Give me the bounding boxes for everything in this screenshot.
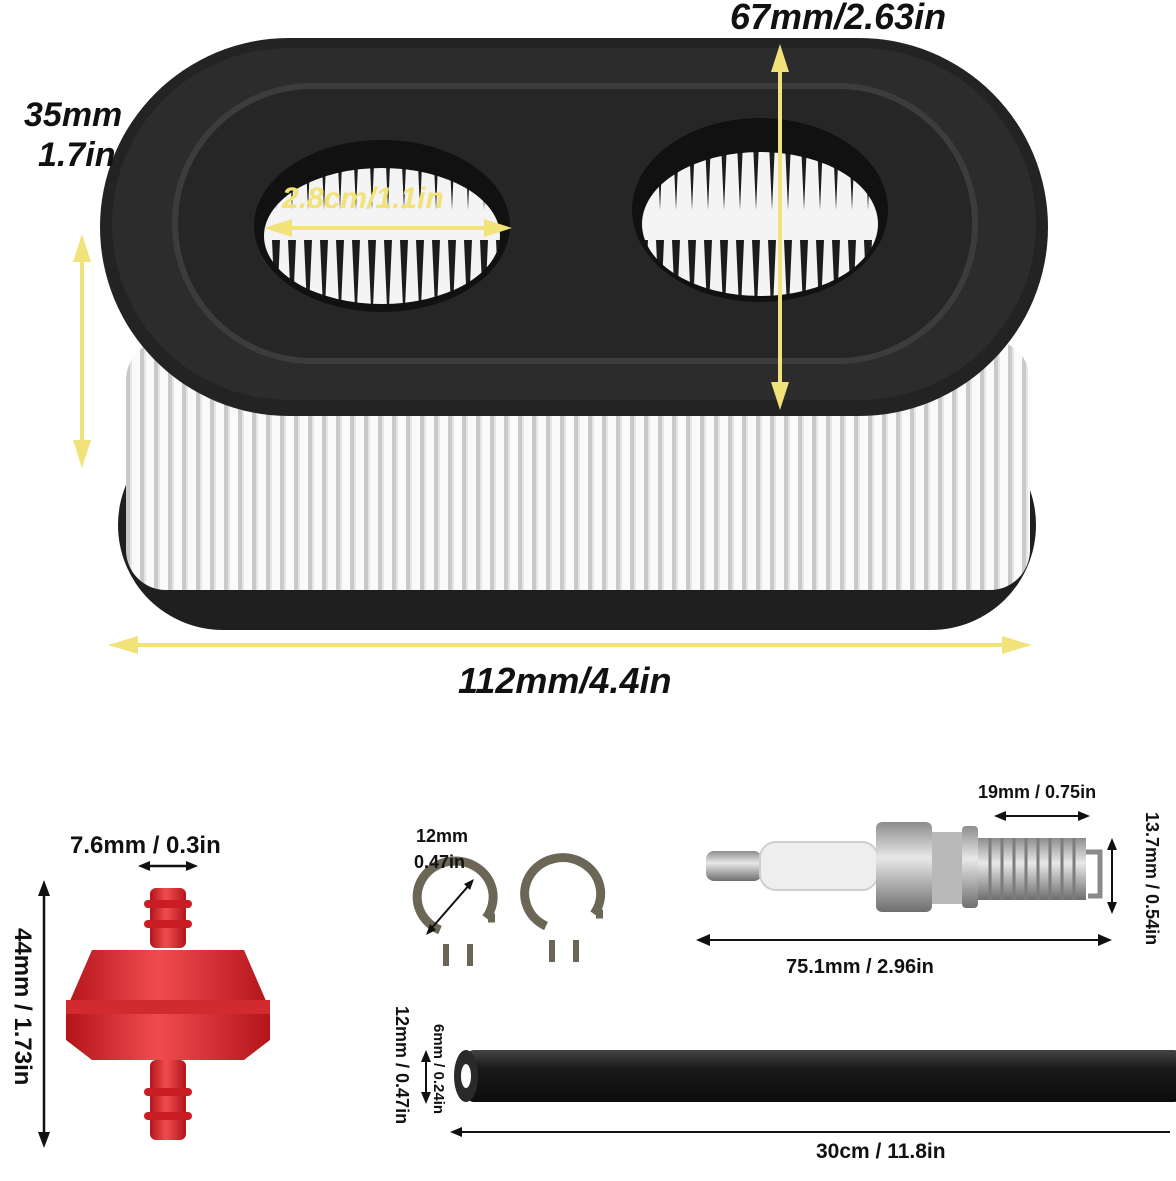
air-filter-depth-label-in: 1.7in [38,136,116,174]
fuel-filter-length-label: 44mm / 1.73in [9,928,36,1086]
clamp-size-in-label: 0.47in [414,852,466,872]
clamp-arrow [426,879,474,935]
fuel-line-outer-label: 12mm / 0.47in [392,1006,412,1125]
fuel-line-length-label: 30cm / 11.8in [816,1140,946,1163]
air-filter-length-label: 112mm/4.4in [458,660,672,701]
hose-clamps [412,853,606,966]
dimension-arrows [73,44,1032,654]
air-filter [100,38,1048,630]
air-filter-height-label: 67mm/2.63in [730,0,947,37]
fuel-line [454,1050,1176,1102]
spark-plug-thread-label: 19mm / 0.75in [978,782,1097,802]
fuel-filter-arrows [38,861,198,1148]
fuel-filter [66,888,270,1140]
air-filter-depth-label-mm: 35mm [24,96,123,134]
air-filter-hole-label: 2.8cm/1.1in [282,182,444,215]
spark-plug-length-label: 75.1mm / 2.96in [786,956,934,978]
fuel-line-inner-label: 6mm / 0.24in [430,1024,447,1115]
spark-plug-hex-label: 13.7mm / 0.54in [1142,812,1162,946]
clamp-size-mm-label: 12mm [416,826,469,846]
fuel-line-arrows [421,1050,1170,1137]
fuel-filter-inlet-label: 7.6mm / 0.3in [70,832,221,859]
spark-plug-arrows [696,811,1117,946]
spark-plug [706,822,1103,912]
